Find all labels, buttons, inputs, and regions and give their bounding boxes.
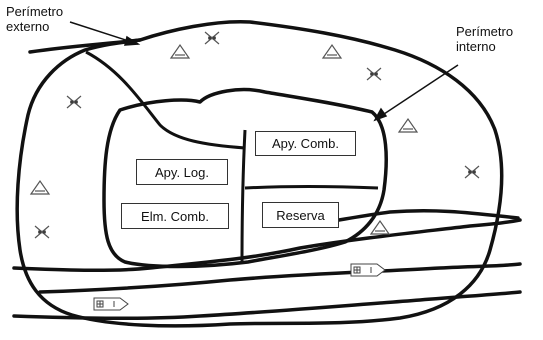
vehicle-icon — [93, 297, 129, 311]
outer-perimeter-label: Perímetro externo — [6, 4, 64, 34]
cross-obstacle-icon — [34, 225, 50, 239]
cross-obstacle-icon — [366, 67, 382, 81]
outer-perimeter — [15, 19, 504, 328]
cross-obstacle-icon — [464, 165, 480, 179]
triangle-icon — [321, 43, 343, 59]
zone-combat-elements: Elm. Comb. — [121, 203, 229, 229]
arrows — [69, 21, 459, 122]
road-middle — [12, 218, 522, 273]
observation-posts — [29, 43, 419, 235]
triangle-icon — [397, 117, 419, 133]
zone-logistics-support: Apy. Log. — [136, 159, 228, 185]
zone-combat-support: Apy. Comb. — [255, 131, 356, 156]
arrow-inner — [374, 64, 459, 121]
cross-obstacle-icon — [204, 31, 220, 45]
obstacles — [34, 31, 480, 239]
vehicles — [93, 263, 386, 311]
inner-perimeter — [102, 87, 388, 269]
inner-perimeter-label: Perímetro interno — [456, 24, 514, 54]
road-lower — [38, 262, 522, 294]
triangle-icon — [29, 179, 51, 195]
roads — [12, 38, 522, 321]
cross-obstacle-icon — [66, 95, 82, 109]
triangle-icon — [169, 43, 191, 59]
vehicle-icon — [350, 263, 386, 277]
zone-dividers — [85, 50, 379, 263]
triangle-icon — [369, 219, 391, 235]
road-bottom — [12, 290, 522, 321]
zone-reserve: Reserva — [262, 202, 339, 228]
